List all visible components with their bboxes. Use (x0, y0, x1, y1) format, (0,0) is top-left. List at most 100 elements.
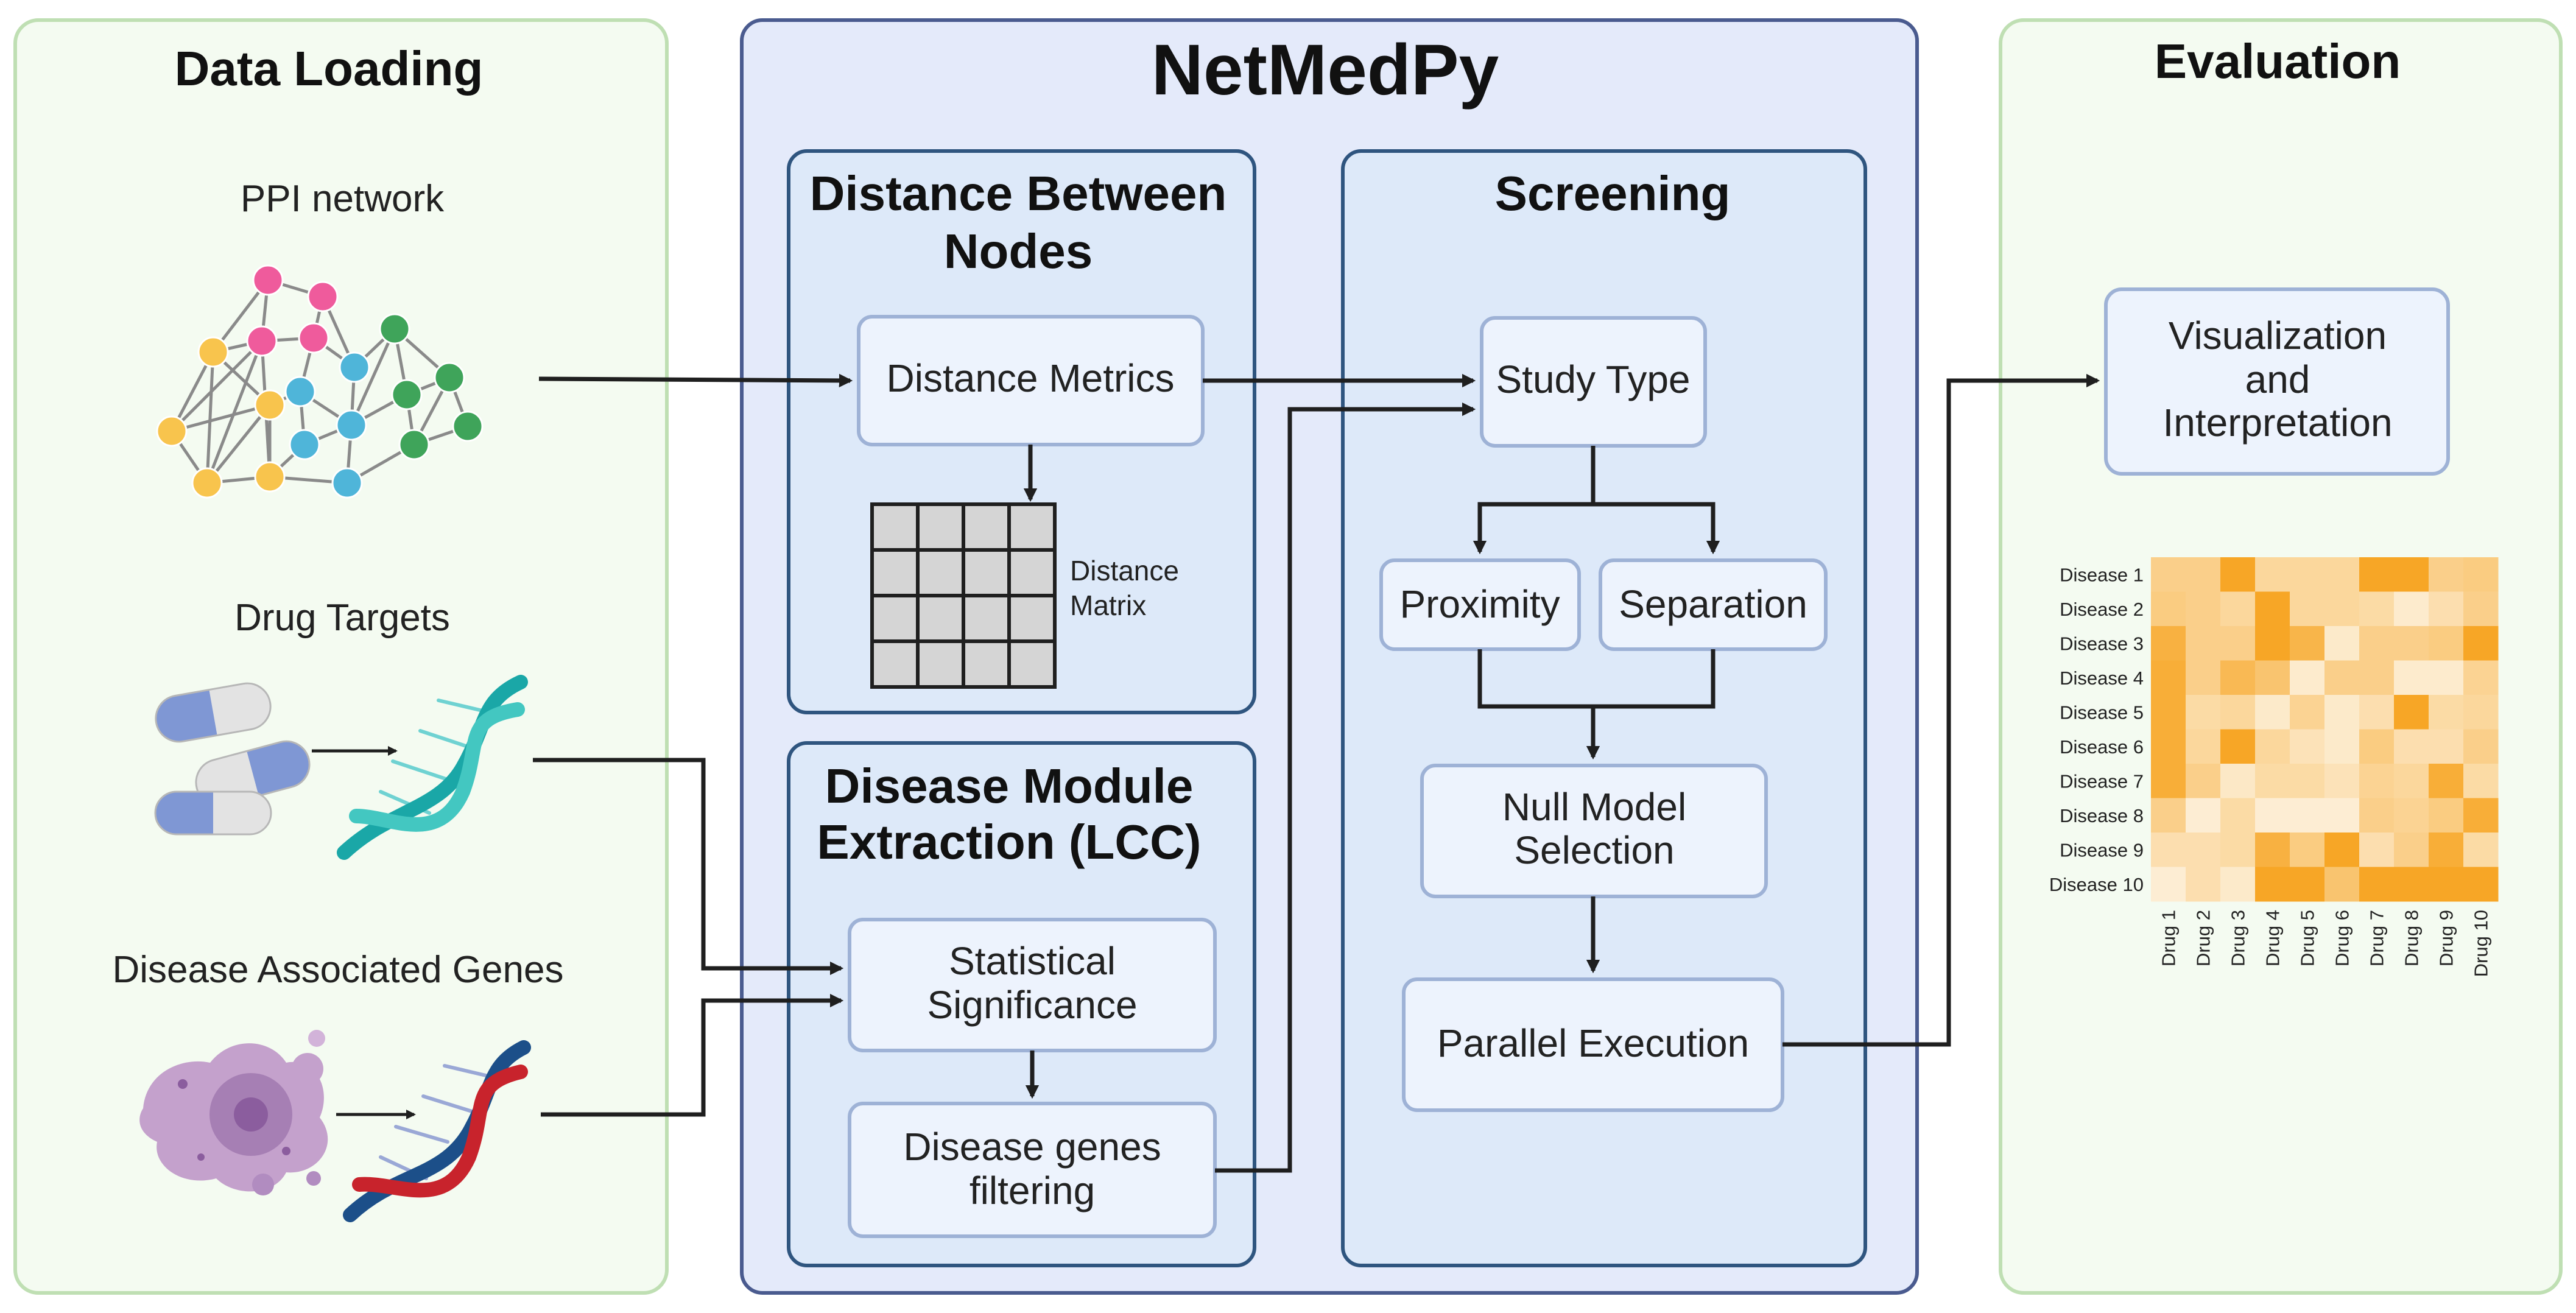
heatmap-cell (2186, 591, 2221, 627)
heatmap-cell (2255, 626, 2290, 661)
heatmap-cell (2463, 764, 2499, 798)
heatmap-cell (2290, 660, 2325, 695)
heatmap-row-label: Disease 10 (2049, 874, 2144, 895)
heatmap-cell (2359, 626, 2395, 661)
heatmap-cell (2255, 557, 2290, 592)
red-blue-dna-icon (343, 1040, 531, 1222)
heatmap-cell (2151, 798, 2186, 833)
heatmap-cell (2220, 798, 2256, 833)
heatmap-cell (2290, 729, 2325, 764)
heatmap-cell (2394, 729, 2429, 764)
heatmap-cell (2324, 626, 2360, 661)
heatmap-cell (2290, 557, 2325, 592)
heatmap-cell (2429, 626, 2464, 661)
heatmap-col-label: Drug 8 (2401, 910, 2423, 966)
heatmap-cell (2186, 833, 2221, 867)
pills-icon (154, 682, 311, 836)
heatmap-cell (2186, 695, 2221, 730)
cross-panel-arrows (533, 373, 2100, 1173)
ppi-network-label: PPI network (241, 178, 445, 220)
heatmap-cell (2255, 591, 2290, 627)
null-model-line2: Selection (1514, 828, 1674, 872)
heatmap-col-label: Drug 3 (2228, 910, 2249, 966)
proximity-label: Proximity (1399, 582, 1560, 626)
visualization-line2: and (2245, 357, 2310, 401)
heatmap-cell (2359, 591, 2395, 627)
distance-matrix-label-line1: Distance (1070, 555, 1179, 586)
heatmap-cell (2290, 591, 2325, 627)
heatmap-cell (2151, 695, 2186, 730)
heatmap-cell (2463, 798, 2499, 833)
heatmap-cell (2151, 626, 2186, 661)
disease-genes-label: Disease Associated Genes (113, 949, 564, 991)
heatmap-row-label: Disease 9 (2060, 839, 2144, 861)
heatmap-cell (2255, 867, 2290, 902)
heatmap-cell (2324, 591, 2360, 627)
screening-panel: Screening Study Type Proximity Separatio… (1341, 149, 1867, 1267)
statistical-line1: Statistical (949, 939, 1116, 983)
heatmap-row-label: Disease 5 (2060, 702, 2144, 723)
heatmap-cell (2463, 729, 2499, 764)
heatmap-cell (2186, 764, 2221, 798)
module-heading-line2: Extraction (LCC) (817, 815, 1201, 869)
heatmap-row-label: Disease 4 (2060, 667, 2144, 689)
heatmap-col-label: Drug 4 (2262, 910, 2284, 966)
data-loading-panel: Data Loading PPI network Drug Targets Di… (13, 18, 669, 1295)
heatmap-cell (2324, 695, 2360, 730)
heatmap-cell (2394, 660, 2429, 695)
module-heading-line1: Disease Module (825, 759, 1194, 813)
heatmap-cell (2359, 557, 2395, 592)
heatmap-cell (2429, 660, 2464, 695)
heatmap-cell (2290, 798, 2325, 833)
heatmap-row-label: Disease 8 (2060, 805, 2144, 826)
heatmap-cell (2255, 660, 2290, 695)
evaluation-panel: Evaluation Visualization and Interpretat… (1999, 18, 2563, 1295)
heatmap-cell (2463, 557, 2499, 592)
heatmap-cell (2290, 833, 2325, 867)
heatmap-cell (2220, 833, 2256, 867)
heatmap-cell (2290, 626, 2325, 661)
heatmap-cell (2429, 591, 2464, 627)
heatmap-cell (2290, 695, 2325, 730)
heatmap-cell (2429, 695, 2464, 730)
parallel-to-visualization-arrow (1782, 373, 2100, 1047)
heatmap-cell (2429, 867, 2464, 902)
ppi-network-nodes (156, 264, 484, 499)
heatmap-cell (2359, 833, 2395, 867)
heatmap-cell (2255, 798, 2290, 833)
heatmap-cell (2394, 798, 2429, 833)
heatmap-cell (2290, 764, 2325, 798)
heatmap-col-label: Drug 7 (2367, 910, 2388, 966)
filtering-line2: filtering (970, 1169, 1095, 1213)
heatmap-cell (2359, 764, 2395, 798)
heatmap-cell (2394, 626, 2429, 661)
heatmap-cell (2463, 695, 2499, 730)
distance-heading-line1: Distance Between (810, 166, 1227, 220)
heatmap-cell (2359, 660, 2395, 695)
heatmap-cell (2324, 833, 2360, 867)
heatmap-cell (2429, 833, 2464, 867)
heatmap-cell (2220, 660, 2256, 695)
heatmap-cell (2151, 764, 2186, 798)
heatmap-cell (2463, 660, 2499, 695)
heatmap-cell (2324, 660, 2360, 695)
heatmap-cell (2220, 557, 2256, 592)
heatmap-col-label: Drug 2 (2193, 910, 2214, 966)
ppi-to-metrics-arrow (538, 373, 853, 388)
heatmap-row-label: Disease 2 (2060, 599, 2144, 620)
heatmap-cell (2255, 764, 2290, 798)
heatmap-col-label: Drug 6 (2332, 910, 2353, 966)
heatmap-cell (2394, 557, 2429, 592)
heatmap-row-label: Disease 6 (2060, 736, 2144, 758)
evaluation-heading: Evaluation (2155, 34, 2401, 88)
screening-flow-connectors (1473, 446, 1720, 974)
distance-matrix-icon (870, 502, 1057, 689)
heatmap-cell (2429, 557, 2464, 592)
visualization-line1: Visualization (2169, 314, 2387, 357)
drug-targets-label: Drug Targets (234, 597, 450, 639)
separation-label: Separation (1619, 582, 1807, 626)
heatmap-cell (2429, 764, 2464, 798)
null-model-line1: Null Model (1502, 785, 1686, 829)
parallel-execution-label: Parallel Execution (1437, 1021, 1749, 1065)
